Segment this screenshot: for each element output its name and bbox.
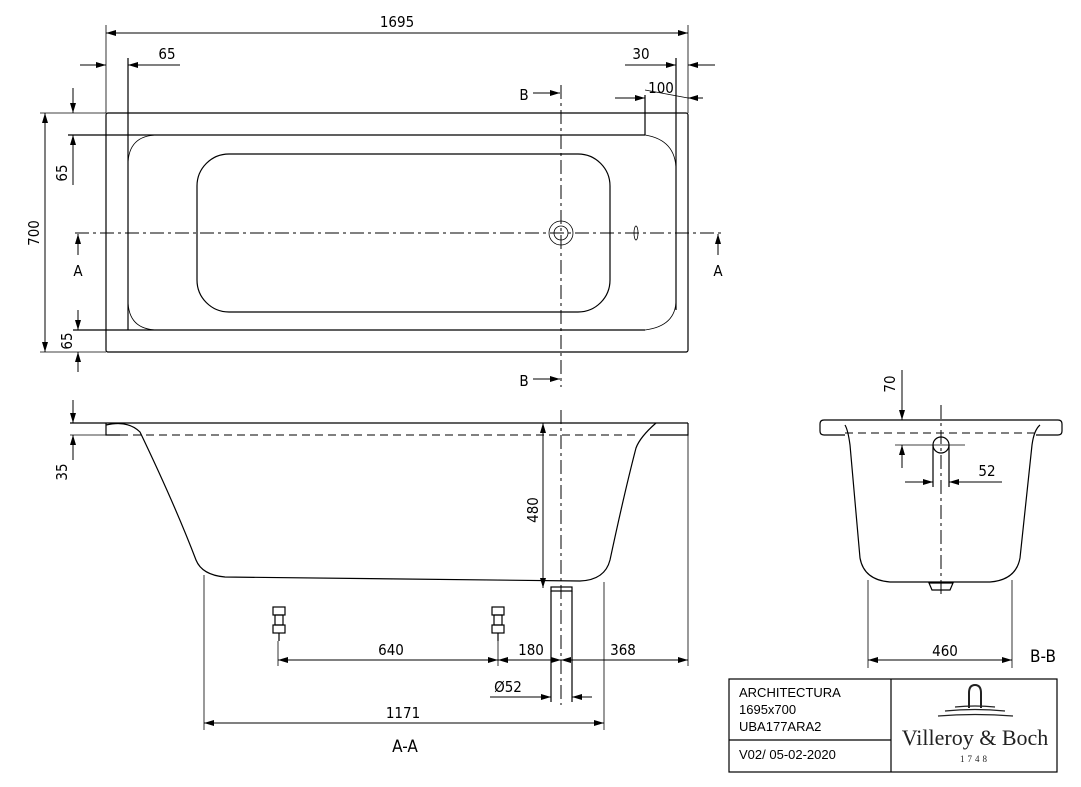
dim-base-length: 1171 xyxy=(386,704,420,722)
foot-left xyxy=(272,606,286,641)
dim-rim-bottom: 65 xyxy=(58,332,76,349)
section-a-a: 480 35 640 180 368 Ø52 1171 A-A xyxy=(53,400,689,757)
section-a-right: A xyxy=(713,262,723,280)
section-a-left: A xyxy=(73,262,83,280)
dim-bb-drain: 52 xyxy=(978,462,995,480)
model-size: 1695x700 xyxy=(739,702,796,717)
dim-rim-height: 35 xyxy=(53,463,71,480)
dim-end-rim: 100 xyxy=(648,79,674,97)
section-b-bottom: B xyxy=(519,372,528,390)
top-view: 1695 65 30 100 B B 700 65 65 A A xyxy=(25,13,725,390)
dim-width: 700 xyxy=(25,220,43,246)
title-block: ARCHITECTURA 1695x700 UBA177ARA2 V02/ 05… xyxy=(728,678,1058,773)
dim-rim-top: 65 xyxy=(53,164,71,181)
brand-name: Villeroy & Boch xyxy=(902,725,1049,750)
dim-length: 1695 xyxy=(380,13,414,31)
dim-feet-spacing: 640 xyxy=(378,641,404,659)
dim-drain-diameter: Ø52 xyxy=(494,678,522,696)
dim-drain-to-end: 368 xyxy=(610,641,636,659)
brand-year: 1748 xyxy=(960,754,990,764)
foot-right xyxy=(491,606,505,641)
section-b-b: 70 52 460 B-B xyxy=(819,370,1063,668)
section-a-a-label: A-A xyxy=(392,737,418,757)
dim-rim-left: 65 xyxy=(158,45,175,63)
version-date: V02/ 05-02-2020 xyxy=(739,747,836,762)
model-code: UBA177ARA2 xyxy=(739,719,821,734)
dim-rim-right: 30 xyxy=(632,45,649,63)
dim-depth: 480 xyxy=(524,497,542,523)
dim-drain-offset: 180 xyxy=(518,641,544,659)
dim-bb-rim: 70 xyxy=(881,375,899,392)
section-b-b-label: B-B xyxy=(1030,647,1056,667)
model-name: ARCHITECTURA xyxy=(739,685,841,700)
dim-bb-base: 460 xyxy=(932,642,958,660)
section-b-top: B xyxy=(519,86,528,104)
brand-logo-icon xyxy=(937,683,1014,717)
